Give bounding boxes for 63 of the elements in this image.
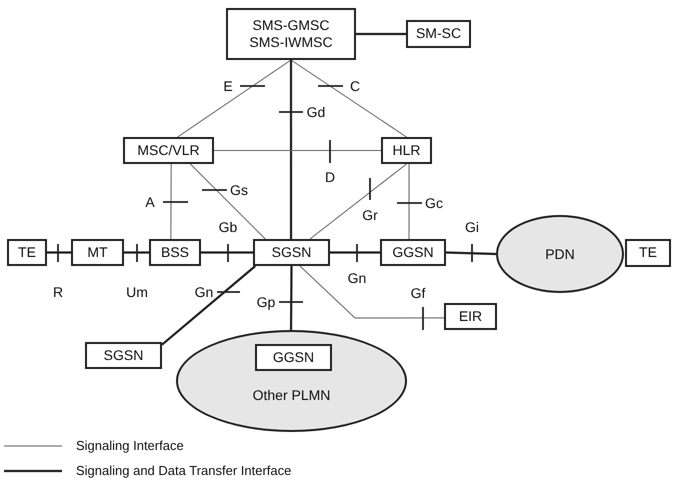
interface-line (190, 164, 266, 240)
interface-line (161, 265, 256, 346)
node-label: GGSN (272, 348, 314, 366)
interface-line (47, 251, 71, 254)
interface-label: Um (126, 285, 148, 299)
network-element-box (625, 239, 671, 267)
node-label: BSS (160, 244, 189, 262)
network-element-box (149, 239, 201, 266)
network-element-box (226, 8, 356, 60)
interface-line (299, 266, 444, 318)
node-label: MT (87, 244, 108, 262)
interface-label: Gp (256, 295, 276, 309)
interface-label: Gb (218, 220, 238, 234)
network-element-box (255, 344, 332, 371)
node-label: SMS-GMSC SMS-IWMSC (248, 16, 334, 52)
node-label: EIR (458, 308, 482, 326)
node-label: SGSN (272, 244, 312, 262)
interface-line (177, 60, 292, 138)
network-element-box (444, 303, 497, 330)
network-element-box (253, 239, 330, 266)
interface-line (290, 60, 292, 239)
network-element-box (7, 239, 47, 266)
interface-label: Gr (362, 208, 378, 222)
interface-label: E (223, 79, 233, 93)
node-label: Other PLMN (252, 387, 330, 403)
node-label: PDN (545, 246, 575, 262)
interface-line (290, 266, 293, 330)
interface-line (214, 150, 382, 151)
interface-label: Gf (410, 286, 426, 300)
network-element-box (71, 239, 124, 266)
interface-label: A (145, 195, 155, 209)
network-element-box (380, 239, 446, 266)
node-label: SGSN (104, 346, 144, 364)
interface-line (290, 60, 407, 138)
interface-label: Gd (306, 105, 326, 119)
interface-line (356, 32, 406, 36)
network-element-box (85, 342, 162, 369)
node-label: GGSN (392, 244, 434, 262)
interface-label: R (52, 285, 64, 299)
interface-label: Gs (230, 183, 248, 197)
node-label: TE (639, 244, 657, 262)
network-element-box (406, 20, 471, 48)
network-element-box (381, 137, 432, 164)
legend-text: Signaling Interface (76, 438, 184, 453)
interface-label: D (324, 170, 336, 184)
node-label: SM-SC (416, 25, 462, 43)
interface-line (408, 164, 410, 240)
interface-line (330, 251, 380, 254)
node-label: HLR (392, 142, 420, 160)
interface-line (170, 164, 172, 240)
interface-line (124, 251, 149, 254)
interface-line (201, 251, 253, 254)
node-label: MSC/VLR (137, 142, 200, 160)
interface-label: C (350, 79, 360, 93)
interface-label: Gn (348, 271, 366, 285)
node-label: TE (18, 244, 36, 262)
interface-line (309, 164, 407, 240)
legend-text: Signaling and Data Transfer Interface (76, 463, 292, 478)
interface-label: Gi (465, 220, 479, 234)
interface-label: Gn (194, 285, 214, 299)
network-element-box (123, 137, 214, 164)
interface-line (446, 251, 496, 256)
interface-label: Gc (425, 196, 443, 210)
